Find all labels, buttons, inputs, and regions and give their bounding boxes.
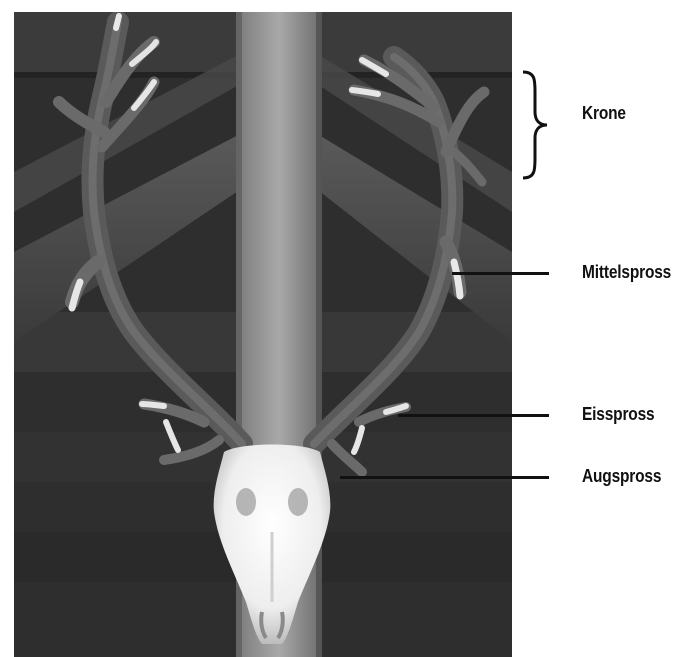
label-krone: Krone [582,103,626,124]
label-eisspross: Eisspross [582,404,654,425]
label-mittelspross: Mittelspross [582,262,671,283]
leader-line-augspross [340,476,549,479]
antler-photo-drawing [14,12,512,657]
leader-line-eisspross [398,414,549,417]
krone-brace [515,70,555,180]
label-augspross: Augspross [582,466,661,487]
antler-photo [14,12,512,657]
leader-line-mittelspross [452,272,549,275]
